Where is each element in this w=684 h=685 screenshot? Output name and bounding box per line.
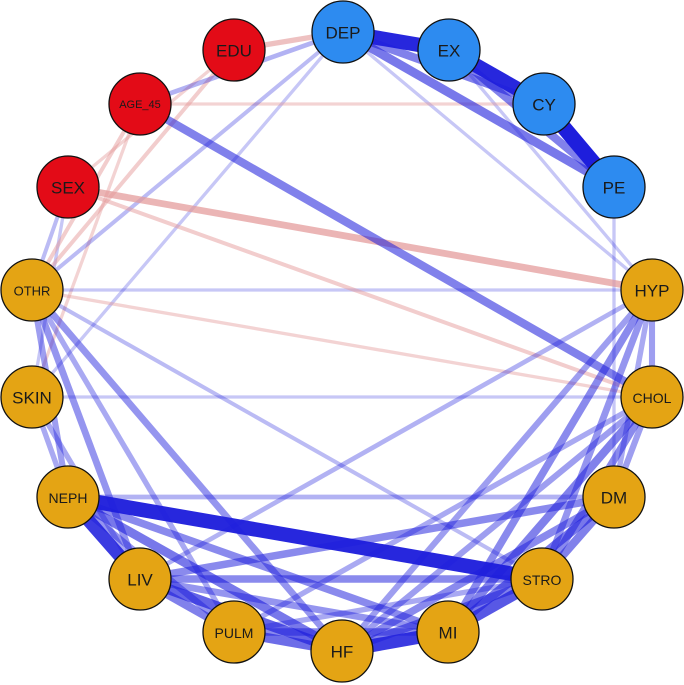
- edge-ex-hyp: [447, 48, 654, 292]
- edge-age45-skin: [30, 103, 142, 398]
- node-circle: [0, 258, 64, 322]
- edge-liv-dm: [139, 493, 615, 583]
- node-label: CY: [532, 96, 556, 115]
- node-age45: AGE_45: [108, 72, 172, 136]
- edge-mi-chol: [444, 394, 656, 635]
- edge-othr-chol: [31, 288, 653, 399]
- edge-dep-pe: [340, 28, 617, 191]
- node-label: NEPH: [49, 490, 88, 506]
- node-label: OTHR: [14, 284, 51, 299]
- node-pulm: PULM: [202, 600, 266, 664]
- node-circle: [416, 600, 480, 664]
- node-label: MI: [439, 624, 458, 643]
- edge-age45-chol: [137, 100, 655, 401]
- edge-dep-othr: [30, 30, 345, 292]
- node-skin: SKIN: [0, 365, 64, 429]
- node-liv: LIV: [108, 547, 172, 611]
- edge-sex-hyp: [67, 183, 653, 294]
- node-circle: [510, 547, 574, 611]
- node-dm: DM: [582, 465, 646, 529]
- node-edu: EDU: [202, 18, 266, 82]
- node-label: HF: [331, 643, 354, 662]
- node-label: PULM: [215, 625, 254, 641]
- node-neph: NEPH: [36, 465, 100, 529]
- edge-othr-hf: [29, 287, 345, 654]
- node-label: DEP: [326, 24, 361, 43]
- node-mi: MI: [416, 600, 480, 664]
- node-sex: SEX: [36, 155, 100, 219]
- node-circle: [108, 547, 172, 611]
- node-circle: [620, 365, 684, 429]
- node-label: EDU: [216, 42, 252, 61]
- edge-othr-stro: [31, 288, 543, 581]
- node-hyp: HYP: [620, 258, 684, 322]
- edge-hf-hyp: [339, 288, 655, 653]
- edge-edu-othr: [30, 48, 236, 292]
- node-dep: DEP: [311, 0, 375, 64]
- node-label: LIV: [127, 571, 153, 590]
- edge-sex-chol: [67, 185, 653, 399]
- node-label: AGE_45: [119, 99, 161, 111]
- node-stro: STRO: [510, 547, 574, 611]
- edge-dep-skin: [30, 30, 345, 399]
- node-circle: [582, 155, 646, 219]
- node-pe: PE: [582, 155, 646, 219]
- edge-dep-hyp: [341, 30, 654, 292]
- edge-neph-hf: [65, 493, 345, 655]
- node-chol: CHOL: [620, 365, 684, 429]
- edge-pulm-chol: [232, 394, 654, 635]
- node-circle: [202, 600, 266, 664]
- node-circle: [36, 465, 100, 529]
- node-circle: [417, 18, 481, 82]
- edge-neph-stro: [66, 489, 544, 587]
- node-label: CHOL: [633, 390, 672, 406]
- node-circle: [0, 365, 64, 429]
- node-label: EX: [438, 42, 461, 61]
- edge-hf-chol: [340, 394, 654, 654]
- node-othr: OTHR: [0, 258, 64, 322]
- node-label: SEX: [51, 179, 85, 198]
- node-circle: [108, 72, 172, 136]
- node-label: STRO: [523, 572, 562, 588]
- edge-neph-mi: [66, 493, 450, 636]
- node-label: SKIN: [12, 389, 52, 408]
- node-ex: EX: [417, 18, 481, 82]
- node-circle: [310, 619, 374, 683]
- node-cy: CY: [512, 72, 576, 136]
- node-circle: [311, 0, 375, 64]
- node-circle: [36, 155, 100, 219]
- node-label: HYP: [635, 282, 670, 301]
- node-hf: HF: [310, 619, 374, 683]
- node-circle: [620, 258, 684, 322]
- node-circle: [202, 18, 266, 82]
- node-label: PE: [603, 179, 626, 198]
- node-circle: [512, 72, 576, 136]
- node-circle: [582, 465, 646, 529]
- node-label: DM: [601, 489, 627, 508]
